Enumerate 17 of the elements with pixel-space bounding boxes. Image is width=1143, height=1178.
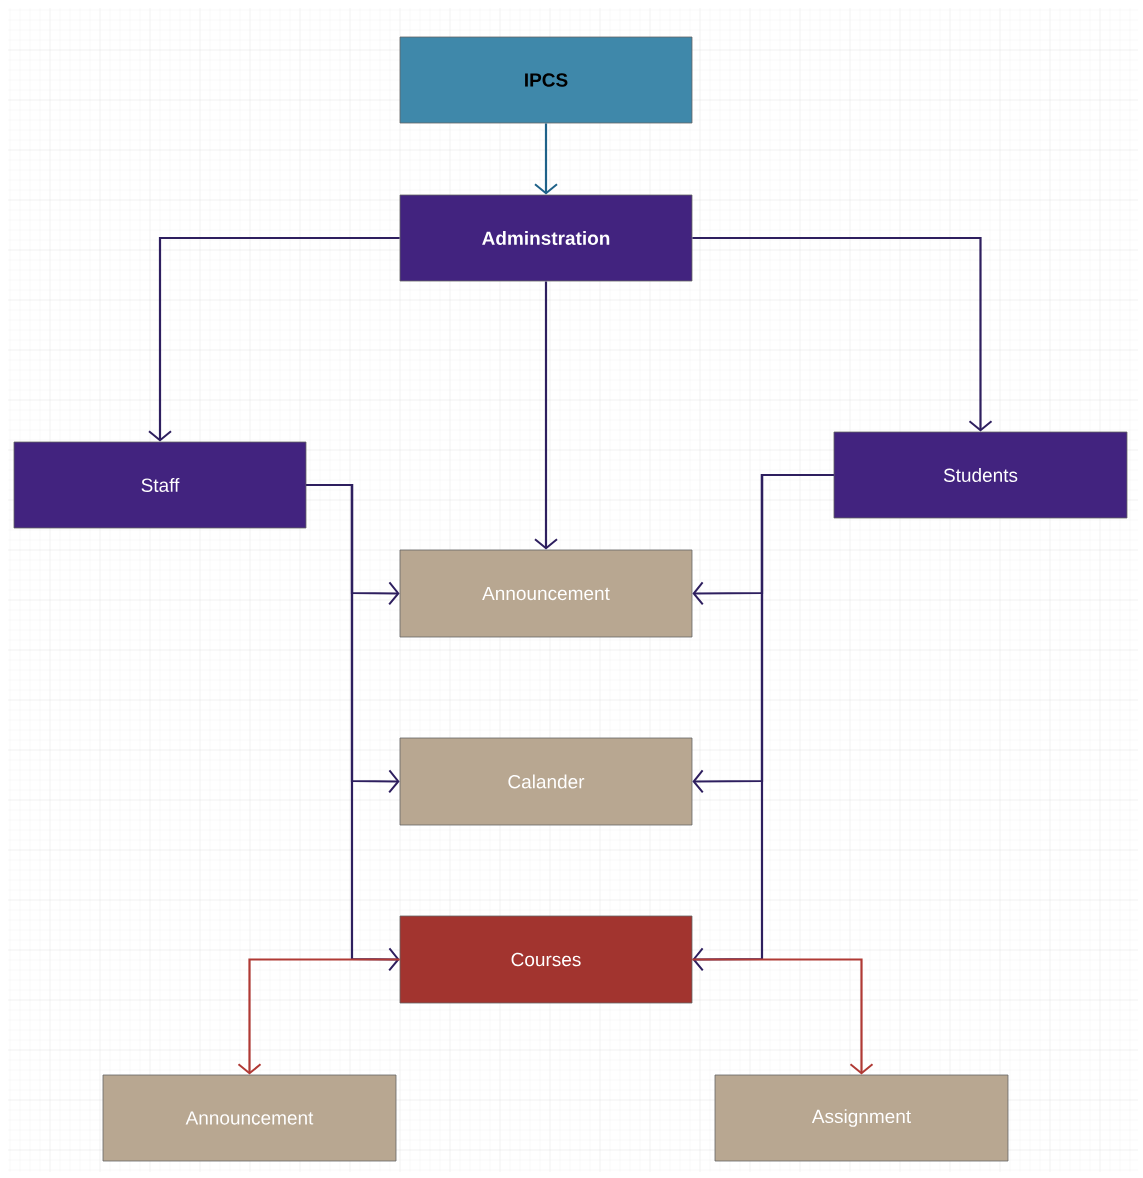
top-box: IPCS	[399, 36, 693, 124]
process-box: Assignment	[714, 1074, 1009, 1162]
arrow	[237, 958, 400, 1075]
process-box: Courses	[399, 915, 693, 1004]
arrow	[692, 958, 874, 1075]
arrow	[692, 236, 993, 432]
process-box: Adminstration	[399, 194, 693, 282]
arrow	[692, 473, 834, 972]
arrow	[534, 123, 558, 195]
process-box: Students	[833, 431, 1128, 519]
process-box: Staff	[13, 441, 307, 529]
arrow	[534, 281, 558, 550]
process-box: Announcement	[102, 1074, 397, 1162]
arrow	[306, 483, 400, 972]
arrow	[148, 236, 400, 442]
process-box: Calander	[399, 737, 693, 826]
process-box: Announcement	[399, 549, 693, 638]
